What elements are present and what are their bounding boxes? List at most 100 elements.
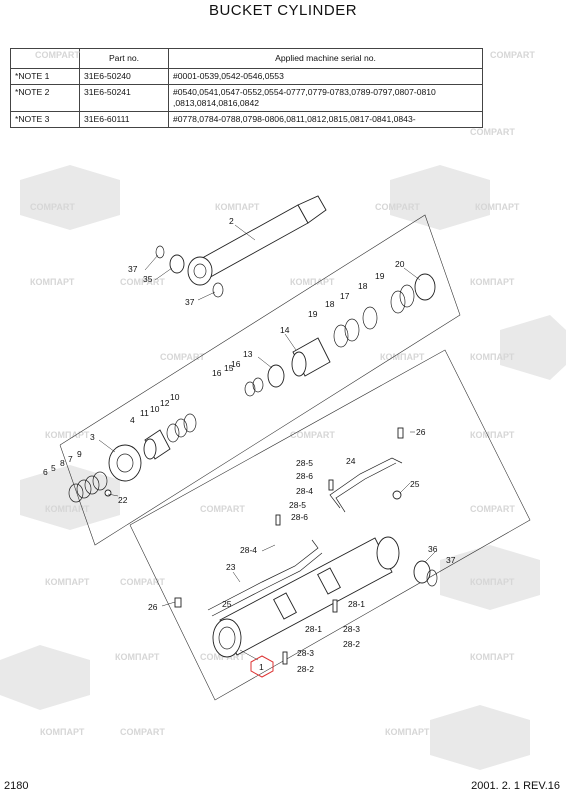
cushion-14 (291, 337, 331, 377)
watermark-text: КОМПАРТ (385, 727, 430, 737)
bolt-28-5 (275, 514, 281, 526)
callout-28-2: 28-2 (343, 639, 360, 649)
seal-17 (362, 306, 378, 330)
callout-26: 26 (416, 427, 426, 437)
watermark-text: COMPART (490, 50, 535, 60)
callout-22: 22 (118, 495, 128, 505)
watermark-text: КОМПАРТ (45, 504, 90, 514)
callout-4: 4 (130, 415, 135, 425)
callout-16: 16 (212, 368, 222, 378)
seal-19 (399, 284, 415, 308)
piston-4 (143, 429, 171, 460)
watermark-text: COMPART (30, 202, 75, 212)
watermark-text: КОМПАРТ (215, 202, 260, 212)
callout-28-3: 28-3 (343, 624, 360, 634)
watermark-text: COMPART (470, 127, 515, 137)
callout-labels: 2 37 35 37 20 19 18 17 18 19 14 13 16 15… (43, 216, 456, 674)
callout-16: 16 (231, 359, 241, 369)
callout-28-6: 28-6 (296, 471, 313, 481)
callout-19: 19 (375, 271, 385, 281)
cover-20 (414, 273, 436, 301)
pipe-23 (207, 539, 319, 611)
ring-12 (174, 418, 188, 438)
bushing-36 (413, 560, 431, 584)
ring-16 (244, 381, 256, 397)
watermark-text: КОМПАРТ (45, 577, 90, 587)
watermark-text: COMPART (290, 430, 335, 440)
nut-bore (116, 453, 134, 473)
watermark-text: КОМПАРТ (475, 202, 520, 212)
rod-eye (187, 256, 213, 286)
watermark-text: COMPART (160, 352, 205, 362)
watermark-text: КОМПАРТ (470, 652, 515, 662)
bolt-28-5b (328, 479, 334, 491)
watermark-text: КОМПАРТ (40, 727, 85, 737)
watermark-text: КОМПАРТ (45, 430, 90, 440)
callout-28-3: 28-3 (297, 648, 314, 658)
ring-15 (252, 377, 264, 393)
clamp-28-1 (273, 592, 297, 620)
watermark-text: COMPART (120, 727, 165, 737)
serial-cell: #0778,0784-0788,0798-0806,0811,0812,0815… (168, 111, 483, 128)
callout-28-6: 28-6 (291, 512, 308, 522)
part-no-cell: 31E6-50241 (79, 84, 169, 112)
pipe-24 (329, 457, 403, 509)
ring-9 (92, 471, 108, 491)
table-header-row: Part no. Applied machine serial no. (10, 48, 483, 69)
cylinder-tube-1 (212, 536, 400, 658)
watermark-hexagon (20, 165, 120, 230)
highlight-hexagon (250, 655, 274, 678)
watermark-text: COMPART (200, 652, 245, 662)
callout-9: 9 (77, 449, 82, 459)
page-title: BUCKET CYLINDER (208, 2, 358, 19)
bolt-28-2b (332, 599, 338, 613)
table-row: *NOTE 2 31E6-50241 #0540,0541,0547-0552,… (10, 84, 483, 112)
nut-face (108, 444, 142, 482)
ring-5 (68, 483, 84, 503)
callout-35: 35 (143, 274, 153, 284)
table-row: *NOTE 1 31E6-50240 #0001-0539,0542-0546,… (10, 68, 483, 85)
leader-lines (98, 224, 436, 661)
watermark-hexagon (500, 315, 566, 380)
callout-2: 2 (229, 216, 234, 226)
upper-assembly-frame (59, 214, 461, 546)
piston-rod (187, 195, 327, 286)
rod-eye-bore (193, 263, 207, 279)
serial-number-table: Part no. Applied machine serial no. *NOT… (10, 48, 483, 128)
page-number: 2180 (4, 780, 29, 792)
tube-body (219, 537, 393, 656)
callout-25: 25 (222, 599, 232, 609)
callout-1: 1 (259, 662, 264, 672)
callout-23: 23 (226, 562, 236, 572)
ring-10 (183, 413, 197, 433)
callout-13: 13 (243, 349, 253, 359)
tube-eye (376, 536, 400, 570)
watermark-hexagon (0, 645, 90, 710)
bolt-26b (174, 597, 182, 608)
watermark-text: COMPART (35, 50, 80, 60)
tube-end (212, 618, 242, 658)
tube-bore (218, 626, 236, 650)
piston-face (143, 438, 157, 460)
callout-28-2: 28-2 (297, 664, 314, 674)
callout-6: 6 (43, 467, 48, 477)
watermark-text: КОМПАРТ (470, 277, 515, 287)
rod-thread (297, 195, 327, 224)
ring-8 (84, 475, 100, 495)
watermark-text: КОМПАРТ (115, 652, 160, 662)
callout-37: 37 (128, 264, 138, 274)
callout-15: 15 (224, 363, 234, 373)
callout-28-4: 28-4 (240, 545, 257, 555)
piston-nut-3 (108, 444, 142, 482)
callout-26: 26 (148, 602, 158, 612)
watermark-layer: COMPART COMPART COMPART COMPART КОМПАРТ … (0, 50, 566, 770)
watermark-text: COMPART (375, 202, 420, 212)
callout-11: 11 (140, 408, 149, 418)
oring-25 (392, 490, 402, 500)
seal-18 (390, 290, 406, 314)
pipe-24-edge (335, 462, 397, 513)
watermark-text: COMPART (120, 577, 165, 587)
callout-8: 8 (60, 458, 65, 468)
set-screw-22 (104, 489, 112, 497)
watermark-text: КОМПАРТ (470, 430, 515, 440)
